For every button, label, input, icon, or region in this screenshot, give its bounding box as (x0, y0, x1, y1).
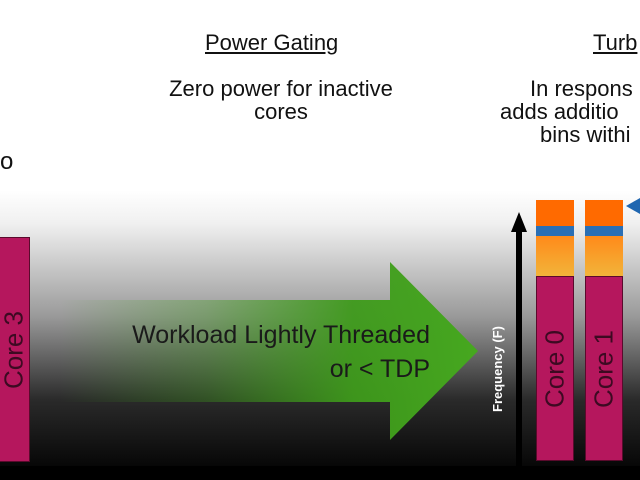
baseline-bar (0, 466, 640, 480)
power-gating-desc-line1: Zero power for inactive (169, 76, 393, 101)
turbo-bin-orange-gradient (585, 236, 623, 276)
left-partial-text: o (0, 148, 14, 175)
core-1-bar: Core 1 (585, 276, 623, 461)
turbo-bin-orange-gradient (536, 236, 574, 276)
arrow-text: Workload Lightly Threaded or < TDP (60, 318, 430, 386)
turbo-indicator-arrow (626, 198, 640, 214)
power-gating-desc-line2: cores (254, 99, 308, 124)
core-1-label: Core 1 (588, 329, 619, 408)
turbo-bin-blue (536, 226, 574, 236)
arrow-text-line2: or < TDP (329, 355, 430, 383)
turbo-heading: Turb (593, 30, 638, 55)
turbo-description: In respons adds additio bins withi (500, 77, 633, 146)
power-gating-description: Zero power for inactive cores (150, 77, 412, 123)
arrow-text-line1: Workload Lightly Threaded (132, 321, 430, 349)
turbo-bin-orange-top (536, 200, 574, 226)
turbo-core-1: Core 1 (585, 200, 623, 461)
turbo-desc-line3: bins withi (540, 122, 631, 147)
turbo-desc-line1: In respons (530, 76, 633, 101)
core-3-bar: Core 3 (0, 237, 30, 462)
frequency-axis-arrow (511, 212, 527, 470)
power-gating-heading: Power Gating (205, 30, 339, 55)
frequency-axis-label: Frequency (F) (490, 326, 505, 412)
turbo-core-0: Core 0 (536, 200, 574, 461)
turbo-bin-orange-top (585, 200, 623, 226)
core-0-label: Core 0 (539, 329, 570, 408)
arrow-shape (60, 262, 478, 440)
turbo-bin-blue (585, 226, 623, 236)
core-0-bar: Core 0 (536, 276, 574, 461)
turbo-desc-line2: adds additio (500, 99, 619, 124)
